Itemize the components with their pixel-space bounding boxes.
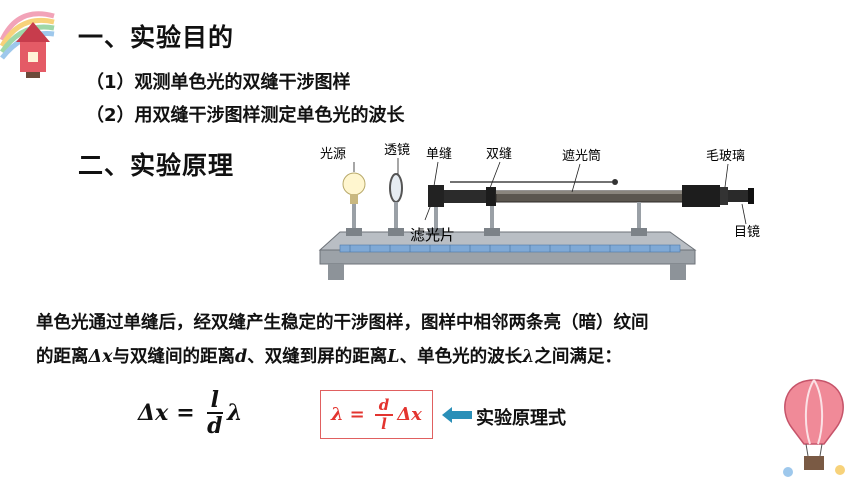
label-tube: 遮光筒 <box>562 148 601 163</box>
label-single-slit: 单缝 <box>426 146 452 161</box>
objective-item-1: （1）观测单色光的双缝干涉图样 <box>86 72 351 93</box>
section1-title: 一、实验目的 <box>78 23 235 52</box>
formula1-fraction: l d <box>206 388 223 440</box>
formula-fringe-spacing: Δx = l d λ <box>138 388 243 440</box>
paragraph-text: 、双缝到屏的距离 <box>247 347 388 367</box>
formula1-eq: = <box>176 400 195 427</box>
formula-note: 实验原理式 <box>476 408 566 428</box>
var-lambda: λ <box>522 347 535 367</box>
section2-title: 二、实验原理 <box>78 151 235 180</box>
formula1-tail: λ <box>226 400 243 427</box>
objective-item-2: （2）用双缝干涉图样测定单色光的波长 <box>86 105 405 126</box>
formula2-tail: Δx <box>397 404 422 425</box>
formula1-denominator: d <box>207 413 223 440</box>
double-slit-apparatus-diagram: 光源 透镜 单缝 双缝 遮光筒 毛玻璃 滤光片 目镜 <box>318 142 760 280</box>
formula2-numerator: d <box>374 397 394 416</box>
paragraph-text: 的距离 <box>36 347 89 367</box>
paragraph-line-2: 的距离Δx与双缝间的距离d、双缝到屏的距离L、单色光的波长λ之间满足： <box>36 340 826 374</box>
formula1-lhs: Δx <box>138 400 169 427</box>
label-filter: 滤光片 <box>410 227 455 244</box>
hot-air-balloon-icon <box>783 379 845 477</box>
label-double-slit: 双缝 <box>486 146 512 161</box>
formula-wavelength: λ = d l Δx <box>320 390 433 439</box>
rainbow-house-icon <box>0 11 55 78</box>
var-d: d <box>235 347 248 367</box>
paragraph-text: 与双缝间的距离 <box>112 347 236 367</box>
var-L: L <box>387 347 400 367</box>
label-light-source: 光源 <box>320 146 346 161</box>
label-lens: 透镜 <box>384 142 410 157</box>
paragraph-line-1: 单色光通过单缝后，经双缝产生稳定的干涉图样，图样中相邻两条亮（暗）纹间 <box>36 313 649 333</box>
var-delta-x: Δx <box>88 347 113 367</box>
principle-paragraph: 单色光通过单缝后，经双缝产生稳定的干涉图样，图样中相邻两条亮（暗）纹间 的距离Δ… <box>36 306 826 374</box>
formula2-fraction: d l <box>374 397 394 433</box>
formula2-eq: = <box>349 404 365 425</box>
label-eyepiece: 目镜 <box>734 224 760 239</box>
formula2-lhs: λ <box>331 404 344 425</box>
left-arrow-icon <box>442 407 472 423</box>
formula2-denominator: l <box>381 414 387 433</box>
formula1-numerator: l <box>206 388 223 415</box>
paragraph-text: 、单色光的波长 <box>399 347 523 367</box>
label-screen: 毛玻璃 <box>706 148 745 163</box>
paragraph-text: 之间满足： <box>534 347 622 367</box>
